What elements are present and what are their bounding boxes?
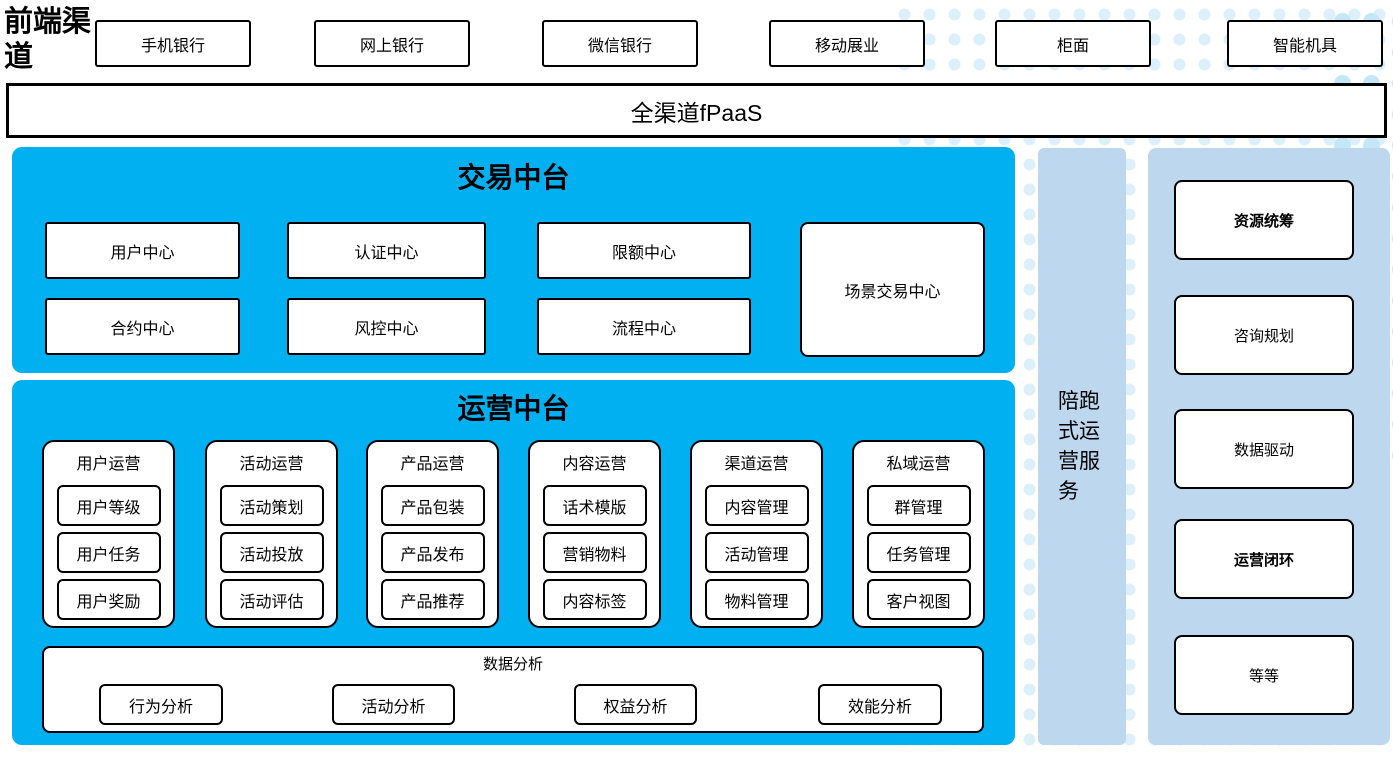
- service-box-resource-planning: 资源统筹: [1174, 180, 1354, 260]
- trading-box-limit-center: 限额中心: [537, 222, 751, 279]
- ops-column-title: 私域运营: [886, 456, 951, 473]
- ops-column-activity: 活动运营 活动策划 活动投放 活动评估: [205, 440, 338, 628]
- accompanying-service-label: 陪跑式运营服务: [1058, 389, 1100, 503]
- service-box-operation-loop: 运营闭环: [1174, 519, 1354, 599]
- ops-item: 物料管理: [704, 579, 809, 620]
- trading-box-contract-center: 合约中心: [45, 298, 240, 355]
- ops-column-title: 内容运营: [562, 456, 627, 473]
- operations-platform-block: 运营中台 用户运营 用户等级 用户任务 用户奖励 活动运营 活动策划 活动投放 …: [12, 380, 1015, 745]
- trading-box-auth-center: 认证中心: [287, 222, 486, 279]
- ops-item: 活动投放: [219, 532, 324, 573]
- data-analysis-box: 数据分析 行为分析 活动分析 权益分析 效能分析: [42, 646, 984, 733]
- trading-platform-block: 交易中台 用户中心 认证中心 限额中心 合约中心 风控中心 流程中心 场景交易中…: [12, 147, 1015, 373]
- service-box-consulting: 咨询规划: [1174, 295, 1354, 375]
- service-box-etc: 等等: [1174, 635, 1354, 715]
- front-channel-label: 前端渠道: [4, 6, 92, 73]
- ops-item: 内容标签: [542, 579, 647, 620]
- accompanying-service-bar: 陪跑式运营服务: [1038, 148, 1126, 745]
- ops-item: 活动评估: [219, 579, 324, 620]
- fpaas-bar: 全渠道fPaaS: [6, 83, 1387, 138]
- analysis-item-rights: 权益分析: [574, 684, 697, 725]
- operations-platform-title: 运营中台: [457, 394, 570, 425]
- ops-item: 用户奖励: [56, 579, 161, 620]
- ops-column-content: 内容运营 话术模版 营销物料 内容标签: [528, 440, 661, 628]
- ops-column-channel: 渠道运营 内容管理 活动管理 物料管理: [690, 440, 823, 628]
- ops-item: 活动策划: [219, 485, 324, 526]
- data-analysis-title: 数据分析: [482, 656, 543, 673]
- analysis-item-behavior: 行为分析: [99, 684, 223, 725]
- channel-box-smart-device: 智能机具: [1227, 20, 1383, 67]
- channel-box-wechat-banking: 微信银行: [542, 20, 698, 67]
- ops-column-title: 产品运营: [400, 456, 465, 473]
- ops-column-product: 产品运营 产品包装 产品发布 产品推荐: [366, 440, 499, 628]
- ops-item: 产品发布: [380, 532, 485, 573]
- ops-item: 客户视图: [866, 579, 971, 620]
- ops-item: 用户任务: [56, 532, 161, 573]
- analysis-item-efficiency: 效能分析: [818, 684, 942, 725]
- ops-item: 任务管理: [866, 532, 971, 573]
- channel-box-counter: 柜面: [995, 20, 1151, 67]
- ops-column-title: 用户运营: [76, 456, 141, 473]
- ops-column-user: 用户运营 用户等级 用户任务 用户奖励: [42, 440, 175, 628]
- ops-item: 用户等级: [56, 485, 161, 526]
- trading-box-risk-center: 风控中心: [287, 298, 486, 355]
- trading-box-scene-trade-center: 场景交易中心: [800, 222, 985, 357]
- ops-column-title: 活动运营: [239, 456, 304, 473]
- trading-box-user-center: 用户中心: [45, 222, 240, 279]
- ops-item: 群管理: [866, 485, 971, 526]
- channel-box-online-banking: 网上银行: [314, 20, 470, 67]
- analysis-item-activity: 活动分析: [332, 684, 455, 725]
- ops-column-title: 渠道运营: [724, 456, 789, 473]
- ops-column-private-domain: 私域运营 群管理 任务管理 客户视图: [852, 440, 985, 628]
- channel-box-mobile-banking: 手机银行: [95, 20, 251, 67]
- service-column: 资源统筹 咨询规划 数据驱动 运营闭环 等等: [1148, 148, 1390, 745]
- ops-item: 营销物料: [542, 532, 647, 573]
- channel-box-mobile-sales: 移动展业: [769, 20, 925, 67]
- ops-item: 产品包装: [380, 485, 485, 526]
- ops-item: 内容管理: [704, 485, 809, 526]
- ops-item: 活动管理: [704, 532, 809, 573]
- ops-item: 话术模版: [542, 485, 647, 526]
- trading-platform-title: 交易中台: [457, 163, 570, 194]
- ops-item: 产品推荐: [380, 579, 485, 620]
- service-box-data-driven: 数据驱动: [1174, 409, 1354, 489]
- trading-box-process-center: 流程中心: [537, 298, 751, 355]
